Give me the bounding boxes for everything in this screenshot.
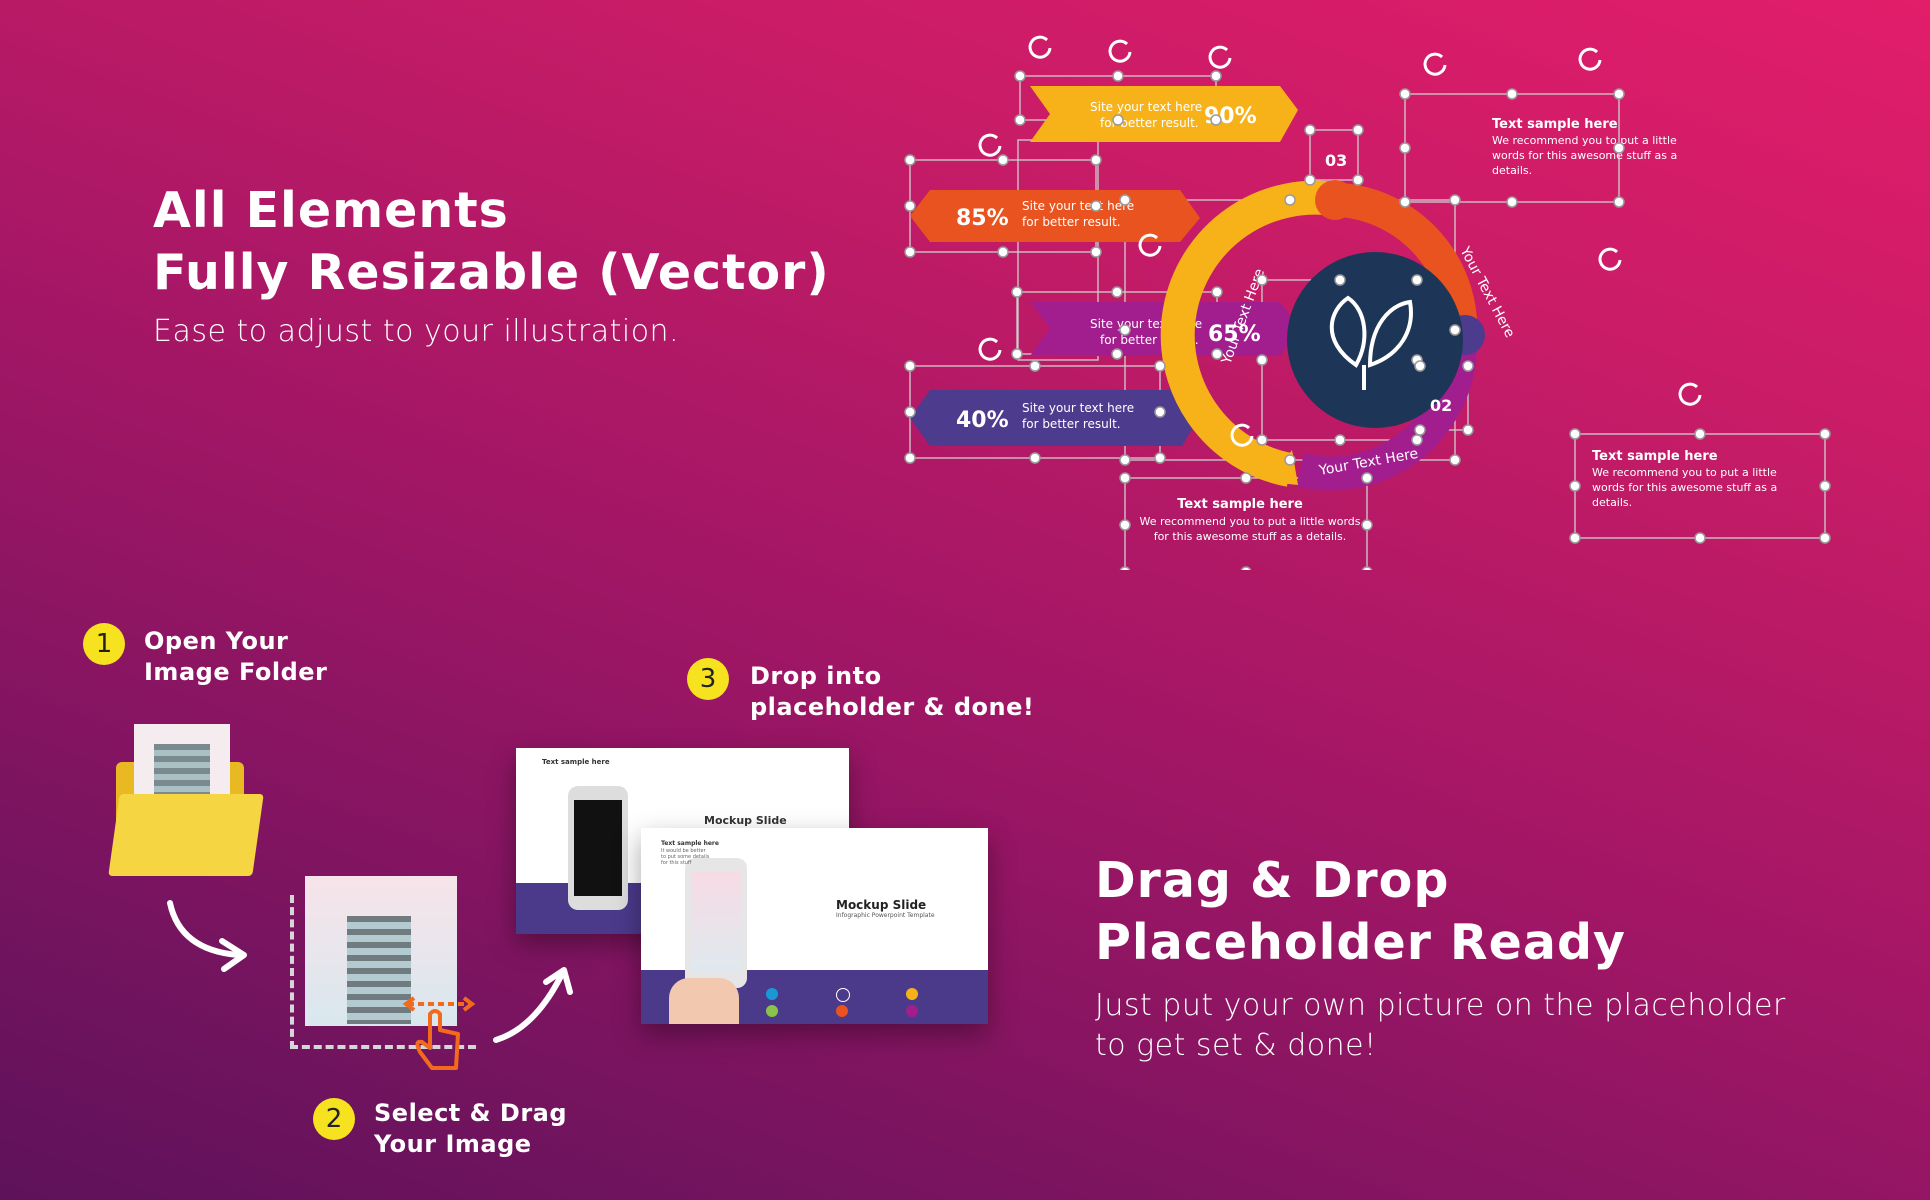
arrow-40-text1: Site your text here: [1022, 401, 1134, 415]
callout-1-body1: We recommend you to put a little: [1492, 134, 1677, 147]
callout-3-title: Text sample here: [1592, 449, 1718, 464]
arrow-85-percent: 85%: [956, 206, 1009, 231]
resizable-subtitle: Ease to adjust to your illustration.: [153, 314, 680, 349]
step-1-line1: Open Your: [144, 627, 289, 655]
step-2-label: Select & Drag Your Image: [374, 1098, 567, 1160]
callout-bottom-right[interactable]: Text sample here We recommend you to put…: [1592, 449, 1777, 509]
step-3-label: Drop into placeholder & done!: [750, 661, 1034, 723]
callout-1-title: Text sample here: [1492, 117, 1618, 132]
callout-2-body1: We recommend you to put a little words: [1139, 515, 1360, 528]
callout-3-body3: details.: [1592, 496, 1632, 509]
sample-body-front: It would be better to put some details f…: [661, 848, 710, 866]
dot-icon: [766, 988, 778, 1000]
callout-3-body2: words for this awesome stuff as a: [1592, 481, 1777, 494]
arrow-40-text2: for better result.: [1022, 417, 1121, 431]
callout-1-body3: details.: [1492, 164, 1532, 177]
vector-infographic[interactable]: Site your text here for better result. 9…: [900, 10, 1840, 570]
arrow-curve-icon: [167, 900, 247, 972]
dot-icon: [766, 1005, 778, 1017]
dot-icon: [906, 1005, 918, 1017]
badge-02: 02: [1430, 396, 1452, 415]
dragdrop-subtitle-line1: Just put your own picture on the placeho…: [1095, 988, 1786, 1023]
arrow-85-text1: Site your text here: [1022, 199, 1134, 213]
dragdrop-heading-line1: Drag & Drop: [1095, 852, 1450, 909]
heading-line2: Fully Resizable (Vector): [153, 244, 830, 301]
step-2-number: 2: [313, 1098, 355, 1140]
mockup-slide-front[interactable]: Text sample here It would be better to p…: [641, 828, 988, 1024]
arrow-85[interactable]: 85% Site your text here for better resul…: [910, 190, 1200, 242]
dragdrop-subtitle-line2: to get set & done!: [1095, 1028, 1377, 1063]
phone-screen-image: [691, 872, 741, 972]
step-3-number: 3: [687, 658, 729, 700]
dragdrop-subtitle: Just put your own picture on the placeho…: [1095, 986, 1786, 1066]
mockup-title-back: Mockup Slide: [704, 814, 787, 827]
folder-icon: [108, 794, 264, 876]
sample-title: Text sample here: [542, 758, 610, 766]
phone-screen: [574, 800, 622, 896]
dragdrop-heading-line2: Placeholder Ready: [1095, 914, 1626, 971]
resize-handles[interactable]: [904, 70, 1831, 570]
callout-2-title: Text sample here: [1177, 497, 1303, 512]
drag-outline: [290, 895, 476, 1049]
mockup-subtitle: Infographic Powerpoint Template: [836, 912, 935, 919]
arrow-65-percent: 65%: [1208, 322, 1261, 347]
arrow-40[interactable]: 40% Site your text here for better resul…: [910, 390, 1200, 446]
callout-2-body2: for this awesome stuff as a details.: [1154, 530, 1347, 543]
step-1-number: 1: [83, 623, 125, 665]
step-3-line1: Drop into: [750, 662, 882, 690]
arrow-85-text2: for better result.: [1022, 215, 1121, 229]
resizable-heading-block: All Elements Fully Resizable (Vector) Ea…: [153, 180, 830, 349]
dragdrop-heading-block: Drag & Drop Placeholder Ready Just put y…: [1095, 850, 1786, 1066]
heading-line1: All Elements: [153, 182, 509, 239]
dragged-image[interactable]: [305, 876, 457, 1026]
hand-image: [669, 978, 739, 1024]
rotate-icon[interactable]: [978, 35, 1702, 447]
dot-icon: [836, 1005, 848, 1017]
arrow-up-curve-icon: [493, 967, 573, 1043]
step-2-line2: Your Image: [374, 1130, 532, 1158]
step-1-label: Open Your Image Folder: [144, 626, 327, 688]
arrow-40-percent: 40%: [956, 408, 1009, 433]
badge-03: 03: [1325, 151, 1347, 170]
dot-icon: [906, 988, 918, 1000]
callout-1-body2: words for this awesome stuff as a: [1492, 149, 1677, 162]
image-folder[interactable]: [108, 724, 264, 876]
step-1-line2: Image Folder: [144, 658, 328, 686]
leaf-icon: [1329, 295, 1413, 390]
callout-3-body1: We recommend you to put a little: [1592, 466, 1777, 479]
step-2-line1: Select & Drag: [374, 1099, 568, 1127]
sample-title-front: Text sample here: [661, 840, 719, 847]
callout-top-right[interactable]: Text sample here We recommend you to put…: [1492, 117, 1677, 177]
dot-icon: [836, 988, 850, 1002]
arrow-90[interactable]: Site your text here for better result. 9…: [1030, 86, 1298, 142]
mockup-title: Mockup Slide: [836, 898, 927, 912]
callout-bottom[interactable]: Text sample here We recommend you to put…: [1139, 497, 1360, 543]
arrow-90-text1: Site your text here: [1090, 100, 1202, 114]
step-3-line2: placeholder & done!: [750, 693, 1035, 721]
arrow-90-text2: for better result.: [1100, 116, 1199, 130]
drag-hand-icon: [402, 996, 476, 1070]
